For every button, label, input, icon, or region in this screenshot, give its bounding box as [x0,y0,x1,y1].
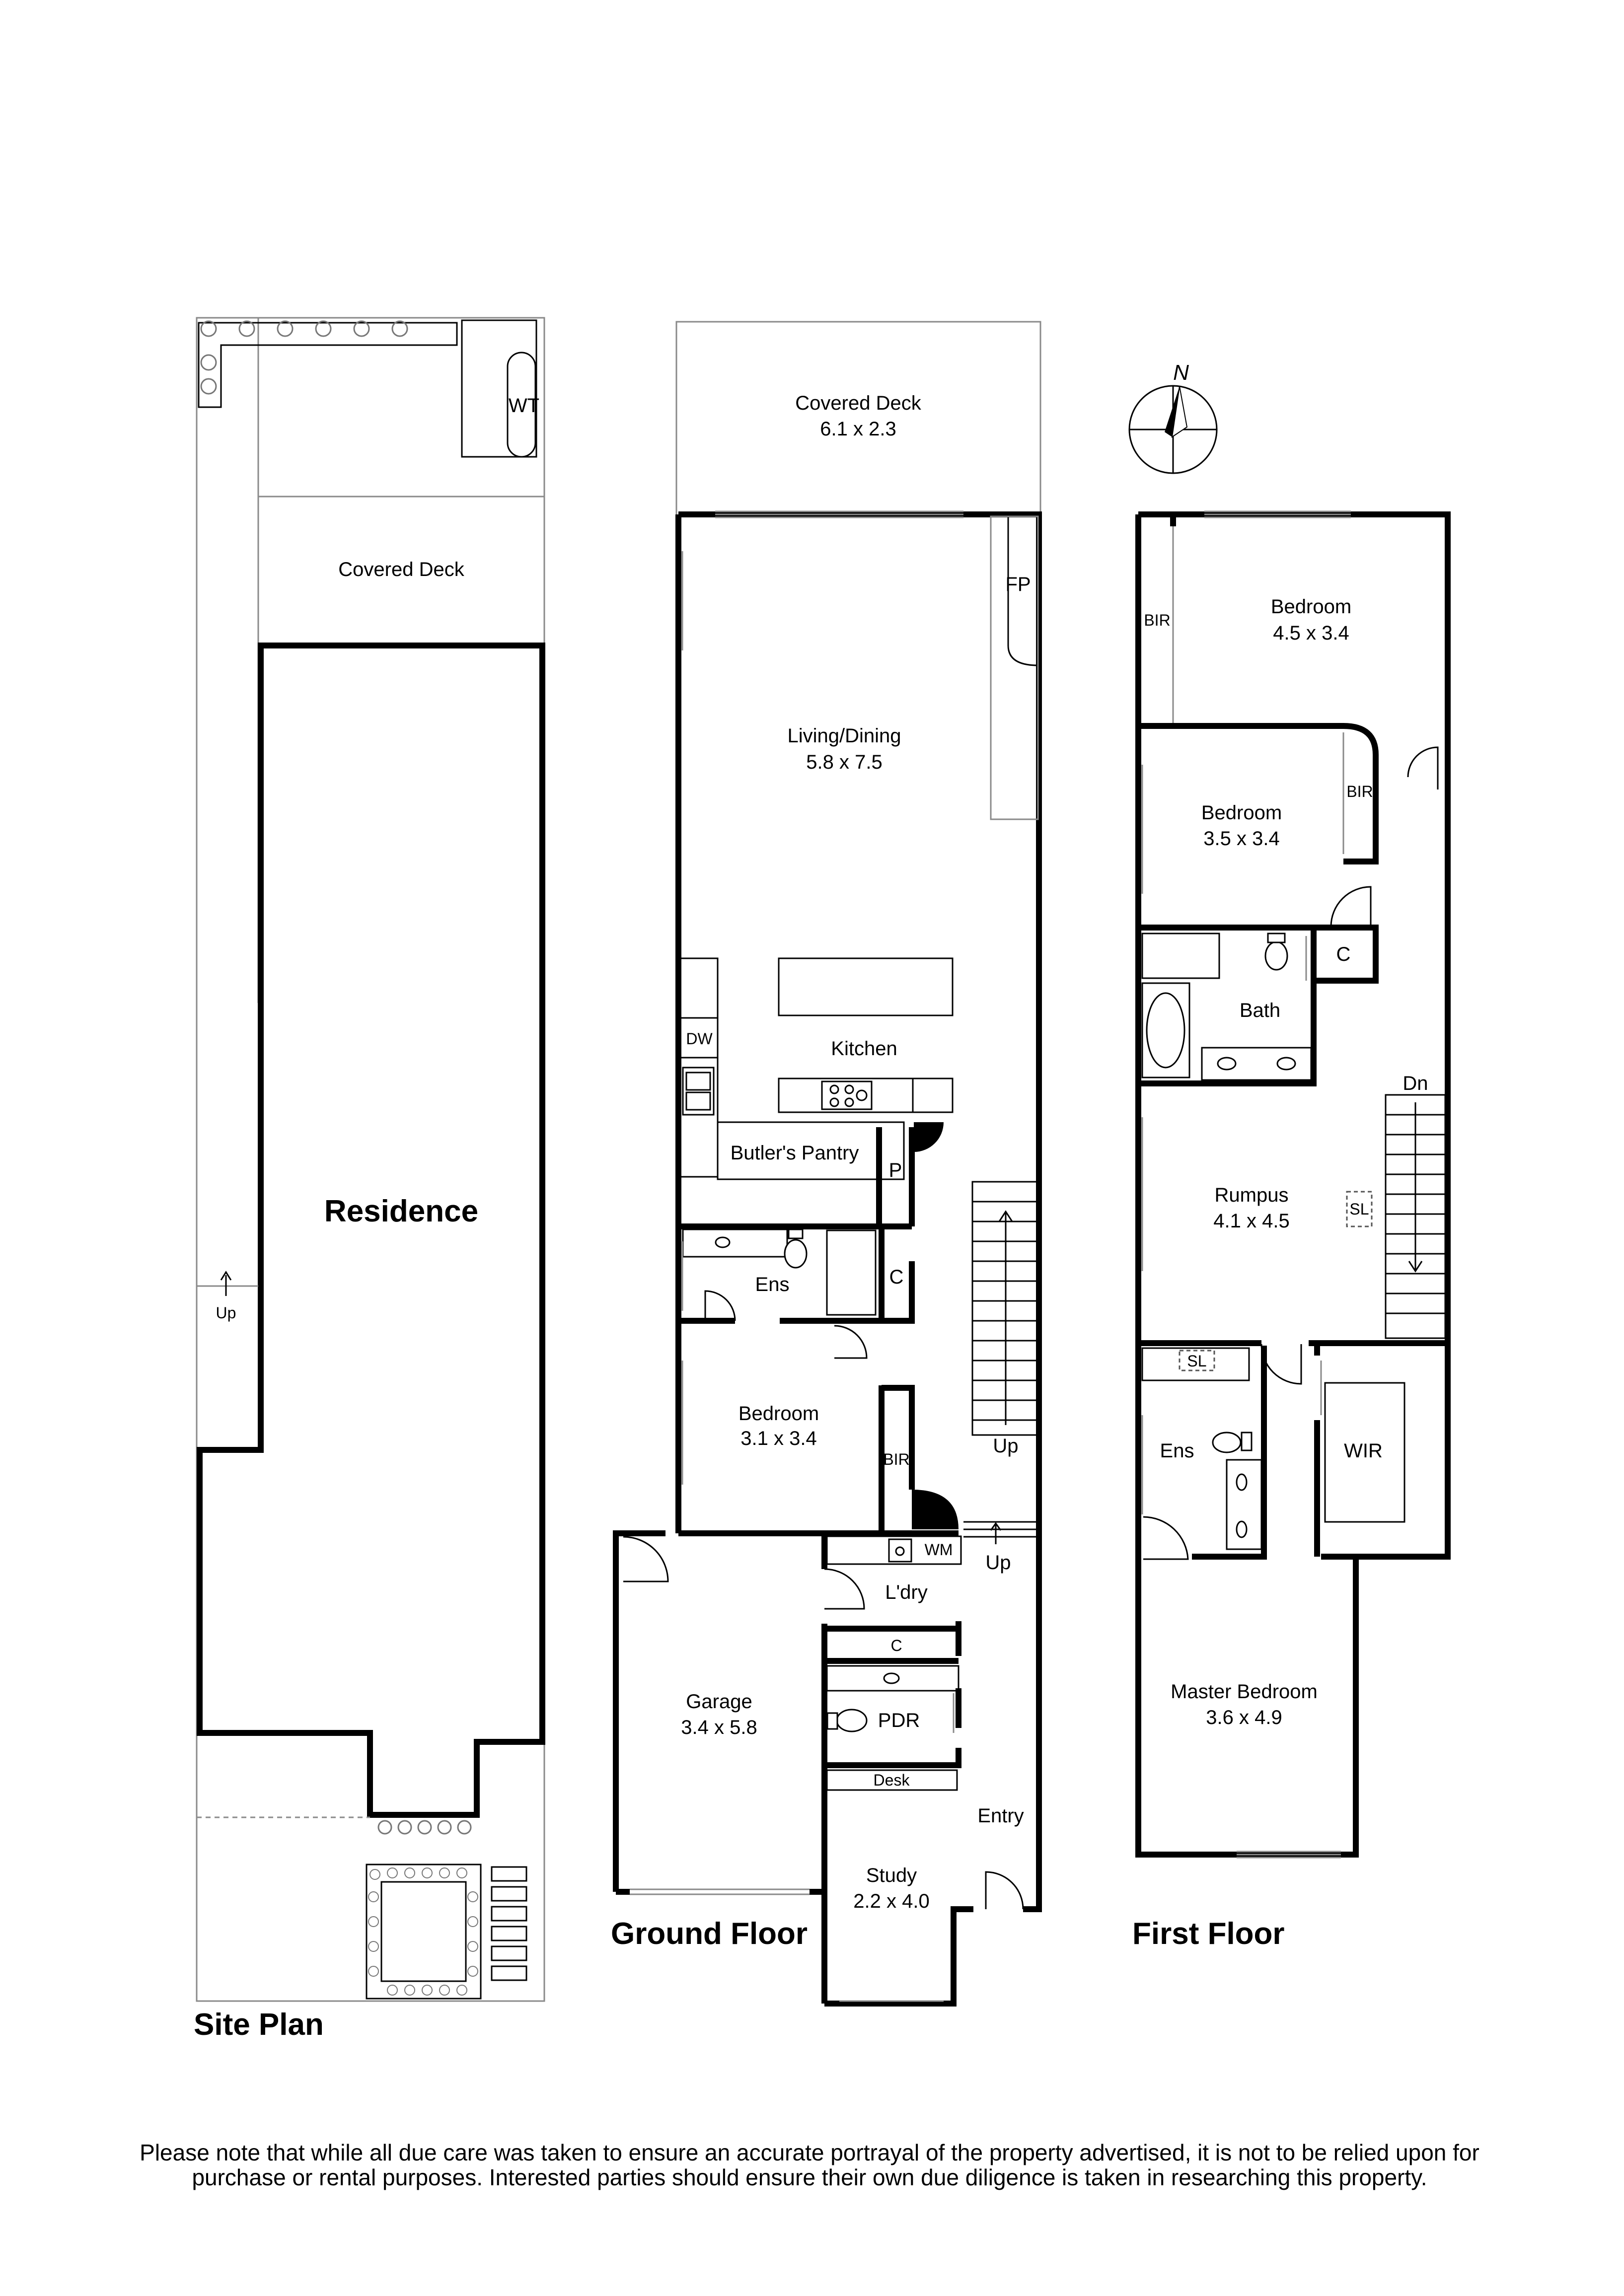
gf-ensuite-label: Ens [755,1274,790,1295]
gf-pdr-toilet-icon [836,1709,868,1732]
shrub-icons [200,320,408,395]
ff-master-size: 3.6 x 4.9 [1206,1707,1282,1728]
gf-study-size: 2.2 x 4.0 [853,1890,929,1912]
ff-ens-toilet-icon [1212,1432,1242,1453]
site-plan: WT Covered Deck Residence Up Site [194,317,545,2042]
ff-bath-label: Bath [1240,1000,1280,1021]
north-arrow-icon [1128,385,1218,474]
ff-rumpus-name: Rumpus [1215,1184,1289,1206]
ff-bir-2-label: BIR [1346,783,1373,800]
gf-garage-name: Garage [686,1691,752,1713]
gf-laundry-bench [826,1535,962,1565]
ff-ensuite-label: Ens [1160,1440,1194,1462]
gf-door-swing [914,1122,944,1152]
ff-bir-1-label: BIR [1144,611,1170,629]
gf-cupboard-label: C [889,1266,904,1288]
ff-rumpus-size: 4.1 x 4.5 [1213,1210,1289,1232]
gf-linen-label: C [890,1637,902,1654]
gf-entry-up-label: Up [985,1552,1011,1574]
water-tank-label: WT [509,395,539,417]
ff-wir-shelf [1324,1382,1405,1523]
residence-outline [197,643,545,1818]
ground-floor: Covered Deck 6.1 x 2.3 FP Living/Dining … [611,321,1042,2007]
first-floor-title: First Floor [1132,1917,1285,1951]
gf-garage-size: 3.4 x 5.8 [681,1717,757,1738]
ff-toilet-icon [1264,941,1288,971]
ff-down-label: Dn [1403,1073,1428,1094]
site-plan-title: Site Plan [194,2008,324,2042]
gf-stairs [971,1181,1038,1436]
gf-entry-label: Entry [977,1805,1024,1827]
gf-butlers-pantry-label: Butler's Pantry [731,1142,859,1164]
ff-sl-2-label: SL [1187,1352,1206,1370]
gf-dishwasher-label: DW [686,1030,713,1048]
gf-covered-deck-size: 6.1 x 2.3 [820,418,896,440]
ff-bedroom-2-size: 3.5 x 3.4 [1203,828,1279,850]
first-floor: N BIR Bedroom 4.5 x 3.4 BIR Bedroom 3.5 … [1128,360,1451,1951]
gf-desk-label: Desk [874,1771,910,1789]
gf-living-size: 5.8 x 7.5 [806,751,882,773]
ff-ens-vanity [1226,1459,1262,1550]
ff-ens-shower [1141,1347,1250,1381]
ff-bedroom-1-name: Bedroom [1271,596,1351,618]
gf-bedroom-size: 3.1 x 3.4 [740,1428,816,1449]
gf-bir-label: BIR [883,1450,909,1468]
gf-cooktop-icon [821,1080,873,1110]
gf-kitchen-island [778,957,954,1016]
gf-study-name: Study [866,1865,917,1886]
gf-shower [826,1229,877,1316]
residence-label: Residence [324,1194,478,1228]
ff-bedroom-1-size: 4.5 x 3.4 [1273,622,1349,644]
gf-kitchen-bench [679,957,719,1178]
ff-skylight-2 [1179,1350,1215,1371]
gf-garage-walls [613,1530,665,1892]
gf-stairs-up-label: Up [993,1435,1018,1457]
pool-surround [366,1864,482,2000]
garden-bed [198,322,458,408]
ff-bathtub [1141,982,1190,1078]
site-rear-pavers [377,1820,472,1835]
gf-fireplace [1007,515,1039,666]
north-label: N [1173,360,1189,385]
ground-floor-title: Ground Floor [611,1917,808,1951]
ff-bath-vanity [1201,1047,1312,1081]
gf-ensuite-vanity [682,1228,788,1258]
gf-laundry-label: L'dry [885,1581,927,1603]
gf-toilet-icon [784,1239,808,1269]
gf-pantry-label: P [889,1159,902,1181]
ff-bedroom-2-name: Bedroom [1201,802,1282,824]
ff-wir-label: WIR [1344,1440,1383,1462]
water-tank [507,352,536,458]
disclaimer-text: Please note that while all due care was … [140,2140,1479,2190]
site-up-label: Up [216,1304,236,1322]
ff-sl-1-label: SL [1349,1200,1369,1218]
ff-cupboard-label: C [1336,943,1351,965]
site-covered-deck-label: Covered Deck [338,559,464,580]
gf-wm-label: WM [925,1541,953,1559]
pool [380,1881,467,1982]
ff-shower [1141,933,1220,979]
gf-fireplace-label: FP [1005,574,1031,595]
ff-master-name: Master Bedroom [1171,1681,1318,1703]
gf-kitchen-label: Kitchen [831,1038,897,1060]
gf-covered-deck-name: Covered Deck [795,392,921,414]
gf-living-name: Living/Dining [787,725,901,747]
gf-bedroom-name: Bedroom [738,1403,819,1425]
gf-sink-icon [682,1067,715,1116]
ff-skylight-1 [1346,1191,1373,1227]
gf-pdr-label: PDR [878,1710,920,1731]
site-steps [491,1866,527,1981]
ff-stairs [1385,1094,1446,1339]
